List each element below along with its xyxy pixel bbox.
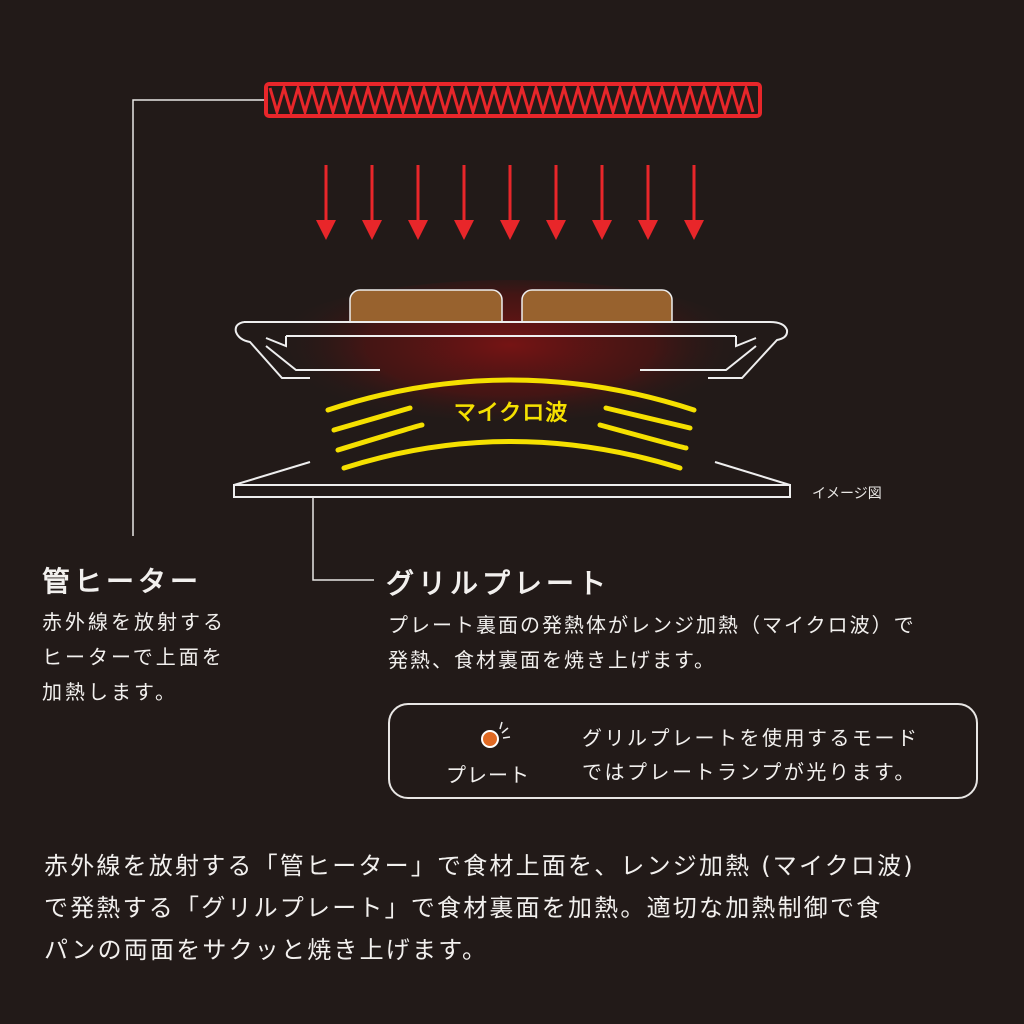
microwave-label: マイクロ波 <box>454 401 569 426</box>
heater-coil-icon <box>264 82 762 118</box>
plate-lamp-text-line: ではプレートランプが光ります。 <box>582 760 917 784</box>
grill-plate-description: プレート裏面の発熱体がレンジ加熱（マイクロ波）で 発熱、食材裏面を焼き上げます。 <box>388 608 916 678</box>
heater-description-line: ヒーターで上面を <box>42 645 225 669</box>
bread-slice-left-icon <box>349 289 503 323</box>
heat-arrow-head-icon <box>546 220 566 240</box>
summary-line: で発熱する「グリルプレート」で食材裏面を加熱。適切な加熱制御で食 <box>44 894 883 922</box>
grill-plate-title: グリルプレート <box>386 567 611 600</box>
grill-plate-description-line: プレート裏面の発熱体がレンジ加熱（マイクロ波）で <box>388 613 916 637</box>
heat-arrow-head-icon <box>362 220 382 240</box>
grill-plate-leader-line <box>312 497 374 581</box>
heat-arrow-head-icon <box>638 220 658 240</box>
summary-line: 赤外線を放射する「管ヒーター」で食材上面を、レンジ加熱 (マイクロ波) <box>44 852 915 880</box>
heat-arrows <box>316 165 704 240</box>
heat-glow <box>260 280 760 420</box>
heater-description-line: 赤外線を放射する <box>42 610 226 634</box>
plate-lamp-label: プレート <box>446 763 530 787</box>
plate-lamp-note: プレート グリルプレートを使用するモード ではプレートランプが光ります。 <box>388 703 978 799</box>
grill-plate-description-line: 発熱、食材裏面を焼き上げます。 <box>388 648 716 672</box>
heater-description: 赤外線を放射する ヒーターで上面を 加熱します。 <box>42 605 226 710</box>
heat-arrow-head-icon <box>684 220 704 240</box>
microwave-waves-icon <box>325 377 697 471</box>
oven-base-icon <box>233 461 791 498</box>
plate-lamp-text-line: グリルプレートを使用するモード <box>582 726 920 750</box>
bread-slice-right-icon <box>521 289 673 323</box>
plate-lamp-icon <box>481 721 511 748</box>
heat-arrow-head-icon <box>500 220 520 240</box>
plate-lamp-text: グリルプレートを使用するモード ではプレートランプが光ります。 <box>582 721 920 789</box>
image-note: イメージ図 <box>812 486 882 502</box>
heater-description-line: 加熱します。 <box>42 680 178 704</box>
heat-arrow-head-icon <box>454 220 474 240</box>
summary-line: パンの両面をサクッと焼き上げます。 <box>44 936 489 964</box>
heat-arrow-head-icon <box>408 220 428 240</box>
heat-arrow-head-icon <box>592 220 612 240</box>
heater-title: 管ヒーター <box>42 565 203 598</box>
heat-arrow-head-icon <box>316 220 336 240</box>
heater-leader-line <box>132 99 266 536</box>
summary-text: 赤外線を放射する「管ヒーター」で食材上面を、レンジ加熱 (マイクロ波) で発熱す… <box>44 845 915 971</box>
grill-plate-icon <box>234 321 789 379</box>
